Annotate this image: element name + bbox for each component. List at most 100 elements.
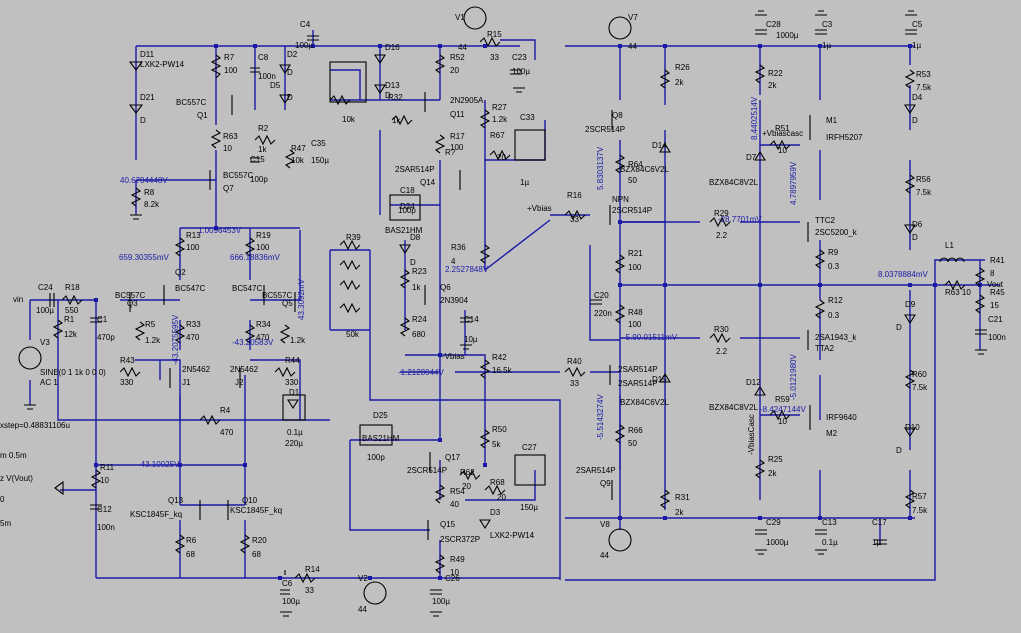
label-d6-ref: D6 [912, 220, 923, 229]
label-r34-ref: R34 [256, 320, 271, 329]
label-q15-val: 2SCR372P [440, 535, 480, 544]
label-r19-val: 100 [256, 243, 270, 252]
voltage-v11: 5.8303137V [596, 146, 605, 190]
label-c17-val: 1µ [872, 538, 881, 547]
label-r60-ref: R60 [912, 370, 927, 379]
voltage-v17: -5.5143274V [596, 394, 605, 440]
label-c17-ref: C17 [872, 518, 887, 527]
label-r56-ref: R56 [916, 175, 931, 184]
label-r40-val: 33 [570, 379, 579, 388]
label-d12-val: BZX84C8V2L [709, 403, 758, 412]
label-c21-val: 100n [988, 333, 1006, 342]
label-j1-val: 2N5462 [182, 365, 211, 374]
label-d2-val: D [287, 68, 293, 77]
label-d9-val: D [896, 323, 902, 332]
label-r4-ref: R4 [220, 406, 231, 415]
label-c35-ref: C35 [311, 139, 326, 148]
label-r5-ref: R5 [145, 320, 156, 329]
label-r2-val: 1k [258, 145, 267, 154]
label-r54-val: 40 [450, 500, 459, 509]
label-j2-val: 2N5462 [230, 365, 259, 374]
label-r24-ref: R24 [412, 315, 427, 324]
label-r44-ref: R44 [285, 356, 300, 365]
label-r30-ref: R30 [714, 325, 729, 334]
net-vin: vin [13, 295, 23, 304]
label-d6-val: D [912, 233, 918, 242]
label-r45-ref: R45 [990, 288, 1005, 297]
label-r17-ref: R17 [450, 132, 465, 141]
label-r20-ref: R20 [252, 536, 267, 545]
label-r42-ref: R42 [492, 353, 507, 362]
label-d14-val: BZX84C6V2L [620, 165, 669, 174]
label-r67-val: 20 [497, 153, 506, 162]
directive-step: xstep=0.48831106u [0, 421, 70, 430]
label-v1-val: 44 [458, 43, 467, 52]
label-c4-val: 100µ [295, 41, 313, 50]
label-v8-ref: V8 [600, 520, 610, 529]
net-vbias-minus: -Vbias [442, 352, 465, 361]
label-c1-val: 470p [97, 333, 115, 342]
label-r41-ref: R41 [990, 256, 1005, 265]
label-d8-val: D [410, 258, 416, 267]
label-r19-ref: R19 [256, 231, 271, 240]
label-r62-val: 20 [462, 482, 471, 491]
voltage-v13: 4.7897959V [789, 161, 798, 205]
label-r51-val: 10 [778, 146, 787, 155]
label-r31-ref: R31 [675, 493, 690, 502]
voltage-v12: 8.4402514V [750, 96, 759, 140]
label-d8-ref: D8 [410, 233, 421, 242]
label-c29-val: 1000µ [766, 538, 789, 547]
label-v3-ref: V3 [40, 338, 50, 347]
label-l1-val: R63 10 [945, 288, 971, 297]
label-r63-ref: R63 [223, 132, 238, 141]
label-c18b-val: 100p [367, 453, 385, 462]
label-v3-ac: AC 1 [40, 378, 58, 387]
label-c35-val: 150µ [311, 156, 329, 165]
label-r59-val: 10 [778, 417, 787, 426]
label-r9-val: 0.3 [828, 262, 840, 271]
label-q14-ref: Q14 [420, 178, 436, 187]
label-q9-val: 2SAR514P [576, 466, 616, 475]
voltage-v6: -43.2075595V [171, 314, 180, 365]
voltage-v5: 43.3092mV [297, 278, 306, 320]
label-r50-ref: R50 [492, 425, 507, 434]
label-r39-val: 50k [346, 330, 360, 339]
label-c12-val: 100n [97, 523, 115, 532]
label-r18-ref: R18 [65, 283, 80, 292]
voltage-labels: 40.6704448V 1.0096453V 659.30355mV 666.1… [119, 96, 928, 469]
label-r4-val: 470 [220, 428, 234, 437]
label-r11-ref: R11 [100, 463, 115, 472]
spice-directives: xstep=0.48831106u m 0.5m z V(Vout) 0 5m [0, 421, 70, 528]
label-c26-ref: C26 [445, 574, 460, 583]
label-q10-val: KSC1845F_kq [230, 506, 282, 515]
label-c5-ref: C5 [912, 20, 923, 29]
symbol-layer [18, 6, 987, 617]
label-r51-ref: R51 [775, 124, 790, 133]
label-v3-val: SINE(0 1 1k 0 0 0) [40, 368, 106, 377]
net-vbiascasc-minus: -VbiasCasc [747, 414, 756, 455]
label-c220-val: 220µ [285, 439, 303, 448]
label-r30-val: 2.2 [716, 347, 728, 356]
label-c26-val: 100µ [432, 597, 450, 606]
label-v7-val: 44 [628, 42, 637, 51]
label-r49-ref: R49 [450, 555, 465, 564]
directive-d1: 0 [0, 495, 5, 504]
label-c15-ref: C15 [250, 155, 265, 164]
label-d24-ref: D24 [400, 202, 415, 211]
label-c8-ref: C8 [258, 53, 269, 62]
label-q17-ref: Q17 [445, 453, 461, 462]
label-r22-val: 2k [768, 81, 777, 90]
label-r16-ref: R16 [567, 191, 582, 200]
label-r15-ref: R15 [487, 30, 502, 39]
label-r52-val: 20 [450, 66, 459, 75]
voltage-v2: 1.0096453V [198, 226, 242, 235]
label-d7-val: BZX84C8V2L [709, 178, 758, 187]
label-q11-val: 2N2905A [450, 96, 484, 105]
label-r68-ref: R68 [490, 478, 505, 487]
label-r45-val: 15 [990, 301, 999, 310]
label-r22-ref: R22 [768, 69, 783, 78]
label-q9-ref: Q9 [600, 479, 611, 488]
label-qpnp-val: 2SAR514P [618, 365, 658, 374]
label-r47-val: 10k [291, 156, 305, 165]
